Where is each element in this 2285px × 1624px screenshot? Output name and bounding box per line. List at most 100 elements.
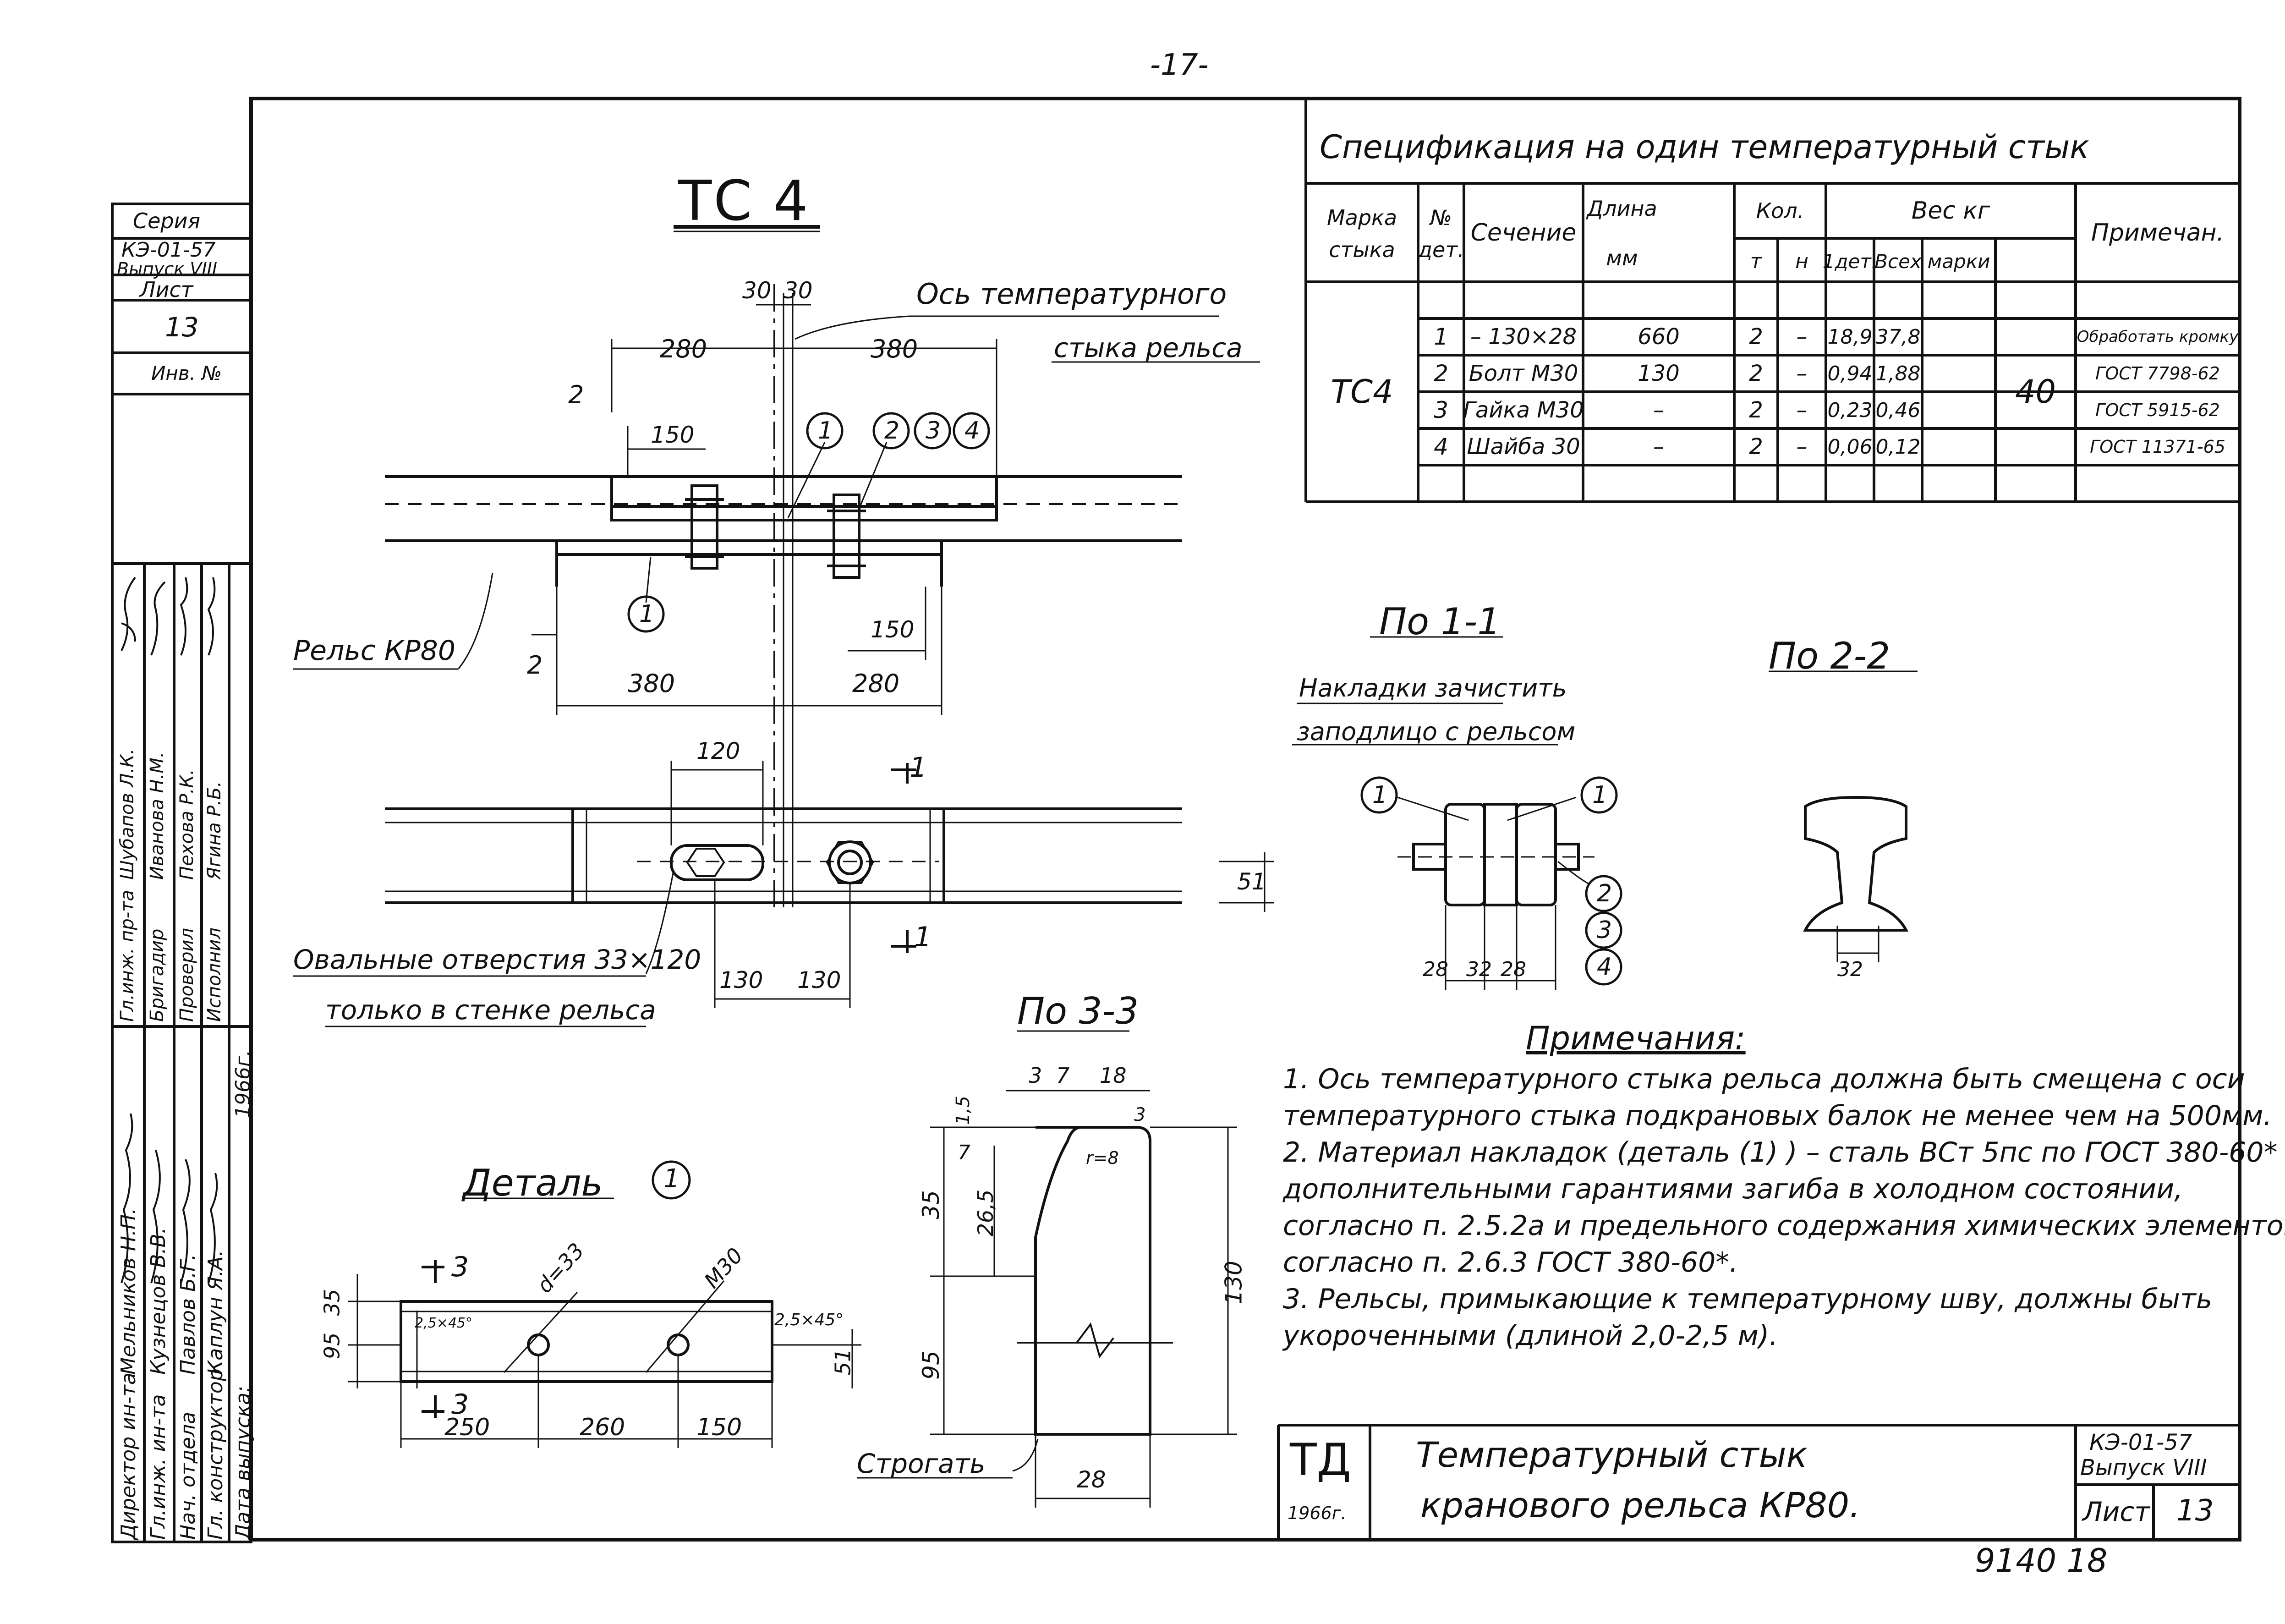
section-1-1-dim-32: 32 (1466, 958, 1492, 981)
tb-logo-year: 1966г. (1288, 1503, 1347, 1523)
spec-row-1-wall: 37,8 (1875, 325, 1921, 349)
dim-380-top: 380 (871, 335, 918, 363)
tb-list-label: Лист (2082, 1496, 2150, 1527)
spec-row-2-wall: 1,88 (1875, 362, 1921, 385)
dim-2-bot: 2 (527, 651, 543, 680)
oval-label-2: только в стенке рельса (325, 994, 656, 1026)
spec-row-4-w1: 0,06 (1827, 435, 1873, 459)
spec-row-4-wall: 0,12 (1875, 435, 1921, 459)
oval-label-1: Овальные отверстия 33×120 (293, 944, 701, 975)
spec-header-section: Сечение (1470, 219, 1577, 247)
spec-row-3-t: 2 (1749, 397, 1763, 423)
detail-dim-150: 150 (696, 1414, 742, 1441)
section-3-3-planing: Строгать (857, 1448, 986, 1479)
handwritten-sheet-ref: 9140 18 (1975, 1542, 2108, 1580)
section-3-3-dim-3: 3 (1029, 1063, 1042, 1088)
dim-30a: 30 (742, 277, 772, 304)
section-3-3-dim-7: 7 (1056, 1063, 1070, 1088)
section-3-3-dim-7v: 7 (958, 1141, 970, 1164)
callout-4: 4 (964, 417, 980, 444)
notes-line-3: 2. Материал накладок (деталь (1) ) – ста… (1283, 1136, 2285, 1169)
tb-list-value: 13 (2176, 1494, 2214, 1528)
section-3-3-dim-95: 95 (917, 1350, 944, 1380)
page-number: -17- (1150, 48, 1209, 82)
detail-dim-95: 95 (319, 1332, 345, 1360)
spec-row-3-sec: Гайка М30 (1463, 397, 1584, 423)
dim-280-bot: 280 (852, 669, 900, 698)
callout-2: 2 (884, 417, 900, 444)
spec-row-3-h: – (1796, 397, 1808, 423)
detail-section-3-top: 3 (451, 1251, 469, 1283)
spec-row-2-note: ГОСТ 7798-62 (2095, 363, 2220, 384)
notes-line-5: согласно п. 2.5.2а и предельного содержа… (1283, 1210, 2285, 1242)
section-1-1-callout-4: 4 (1597, 953, 1612, 981)
callout-3: 3 (926, 417, 941, 444)
stamp-series-value: КЭ-01-57 (121, 238, 216, 262)
notes-line-1: 1. Ось температурного стыка рельса должн… (1283, 1063, 2245, 1095)
dim-130a: 130 (719, 967, 763, 993)
spec-row-1-t: 2 (1749, 324, 1763, 350)
dim-280-top: 280 (660, 335, 707, 363)
section-1-1-dim-28a: 28 (1423, 958, 1448, 981)
dim-130b: 130 (797, 967, 841, 993)
spec-row-2-len: 130 (1638, 361, 1680, 386)
spec-header-qty: Кол. (1756, 198, 1804, 223)
section-1-1-callout-3: 3 (1597, 916, 1612, 944)
signatures (121, 576, 218, 1284)
tb-series: КЭ-01-57 (2089, 1430, 2192, 1455)
detail-dim-51: 51 (830, 1348, 855, 1376)
section-3-3-dim-26-5: 26,5 (973, 1189, 998, 1237)
dim-30b: 30 (784, 277, 813, 304)
spec-row-1-n: 1 (1434, 324, 1448, 350)
section-1-1-callout-2: 2 (1597, 880, 1612, 907)
spec-header-det: № дет. (1418, 205, 1464, 262)
drawing-title: ТС 4 (678, 170, 810, 233)
spec-row-2-t: 2 (1749, 361, 1763, 386)
tb-title-1: Температурный стык (1416, 1434, 1808, 1475)
axis-label-line2: стыка рельса (1054, 332, 1243, 363)
section-1-1-title: По 1-1 (1379, 600, 1501, 643)
section-1-1-note-2: заподлицо с рельсом (1297, 717, 1576, 746)
dim-150-bot: 150 (871, 616, 915, 643)
spec-row-2-h: – (1796, 361, 1808, 386)
spec-row-2-w1: 0,94 (1827, 362, 1873, 385)
spec-header-wmark: марки (1927, 250, 1990, 273)
section-3-3-dim-130: 130 (1220, 1261, 1247, 1305)
tb-title-2: кранового рельса КР80. (1420, 1485, 1861, 1525)
spec-header-wall: Всех (1874, 250, 1922, 273)
section-mark-1-top: 1 (910, 752, 927, 784)
spec-row-3-wall: 0,46 (1875, 398, 1921, 422)
spec-header-weight: Вес кг (1911, 197, 1990, 225)
tb-vypusk: Выпуск VIII (2080, 1455, 2207, 1481)
section-1-1-dim-28b: 28 (1501, 958, 1526, 981)
spec-header-marka: Марка стыка (1326, 205, 1397, 262)
spec-row-3-len: – (1653, 397, 1664, 423)
section-3-3-weld: 3 (1134, 1104, 1146, 1125)
callout-1-plan: 1 (639, 600, 655, 628)
section-3-3-dim-1-5: 1,5 (952, 1096, 974, 1125)
tb-logo: ТД (1290, 1434, 1351, 1486)
spec-row-1-w1: 18,9 (1827, 325, 1873, 349)
dim-2-top: 2 (568, 380, 584, 409)
detail-number: 1 (663, 1164, 680, 1194)
spec-header-n: н (1795, 249, 1808, 273)
detail-chamfer-right: 2,5×45° (774, 1311, 844, 1329)
section-2-2-dim: 32 (1837, 958, 1863, 981)
spec-row-1-sec: – 130×28 (1470, 324, 1577, 350)
detail-dim-250: 250 (444, 1414, 490, 1441)
notes-title: Примечания: (1526, 1020, 1746, 1057)
dim-120: 120 (696, 738, 740, 764)
notes-line-7: 3. Рельсы, примыкающие к температурному … (1283, 1283, 2213, 1315)
notes-line-4: дополнительными гарантиями загиба в холо… (1283, 1173, 2183, 1205)
stamp-vypusk: Выпуск VIII (117, 259, 217, 279)
section-3-3-dim-28: 28 (1077, 1466, 1106, 1493)
spec-row-2-n: 2 (1434, 360, 1448, 387)
section-1-1-callout-left: 1 (1372, 781, 1388, 809)
detail-title: Деталь (463, 1162, 603, 1204)
detail-chamfer-left: 2,5×45° (415, 1315, 473, 1331)
spec-header-length: Длина (1587, 196, 1657, 221)
spec-header-mm: мм (1606, 245, 1638, 270)
spec-row-3-note: ГОСТ 5915-62 (2095, 400, 2220, 420)
section-1-1-callout-right: 1 (1592, 781, 1608, 809)
